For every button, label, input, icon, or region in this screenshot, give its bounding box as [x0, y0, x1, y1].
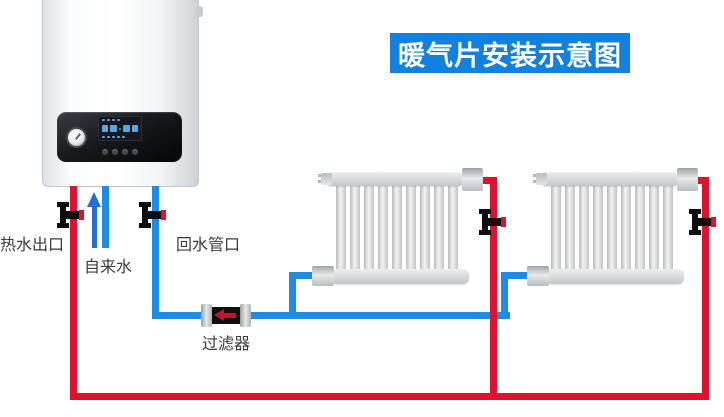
radiator-bottom-header [546, 269, 684, 284]
radiator-top-header [540, 172, 679, 186]
panel-buttons [102, 149, 142, 157]
radiator-2 [527, 166, 699, 286]
valve-icon-return-port [139, 202, 167, 228]
lcd-status-icons [102, 119, 138, 121]
gauge-needle [74, 133, 82, 140]
page-title: 暖气片安装示意图 [398, 40, 622, 71]
radiator-inlet-fitting [462, 168, 483, 191]
radiator-end-cap [533, 173, 547, 185]
radiator-outlet-fitting [312, 266, 334, 286]
lcd-temperature-digits [102, 125, 139, 132]
panel-button [132, 149, 138, 155]
return-pipe-boiler-vertical [152, 186, 159, 319]
label-hot-water-outlet: 热水出口 [0, 237, 65, 254]
pressure-gauge-icon [66, 127, 87, 148]
hot-pipe-radiator2-riser [702, 177, 709, 393]
filter-icon [198, 302, 254, 329]
label-filter: 过滤器 [202, 336, 251, 353]
radiator-top-header [325, 172, 464, 186]
return-pipe-radiator1-stub [289, 272, 315, 279]
radiator-fins [336, 183, 464, 273]
hot-pipe-radiator1-riser [490, 177, 497, 393]
return-pipe-main-horizontal [152, 312, 510, 319]
filter-flow-arrow-shaft [223, 313, 236, 318]
return-pipe-radiator1-drop [289, 272, 296, 319]
panel-button [122, 149, 128, 155]
tap-water-flow-arrow-shaft [92, 206, 97, 248]
return-pipe-radiator2-drop [501, 272, 508, 319]
radiator-1 [312, 166, 484, 286]
radiator-bottom-header [331, 269, 469, 284]
filter-flow-arrow-icon [214, 309, 224, 321]
lcd-mode-icons [102, 136, 138, 138]
title-banner: 暖气片安装示意图 [390, 33, 630, 73]
tap-water-flow-arrow-icon [87, 192, 101, 207]
return-pipe-radiator2-stub [501, 272, 529, 279]
hot-pipe-bottom-horizontal [70, 393, 709, 400]
valve-icon-hot-outlet [57, 202, 85, 228]
radiator-inlet-fitting [677, 168, 698, 191]
radiator-end-cap [318, 173, 332, 185]
tap-water-pipe [102, 186, 109, 248]
boiler-mount-tab [196, 6, 203, 17]
panel-button [112, 149, 118, 155]
hot-pipe-boiler-vertical [70, 186, 77, 400]
label-tap-water: 自来水 [84, 259, 133, 276]
valve-icon-radiator2 [689, 209, 717, 235]
boiler-lcd-display [98, 116, 142, 141]
radiator-fins [551, 183, 679, 273]
label-return-water-port: 回水管口 [176, 237, 241, 254]
radiator-outlet-fitting [527, 266, 549, 286]
panel-button [102, 149, 108, 155]
valve-icon-radiator1 [479, 209, 507, 235]
